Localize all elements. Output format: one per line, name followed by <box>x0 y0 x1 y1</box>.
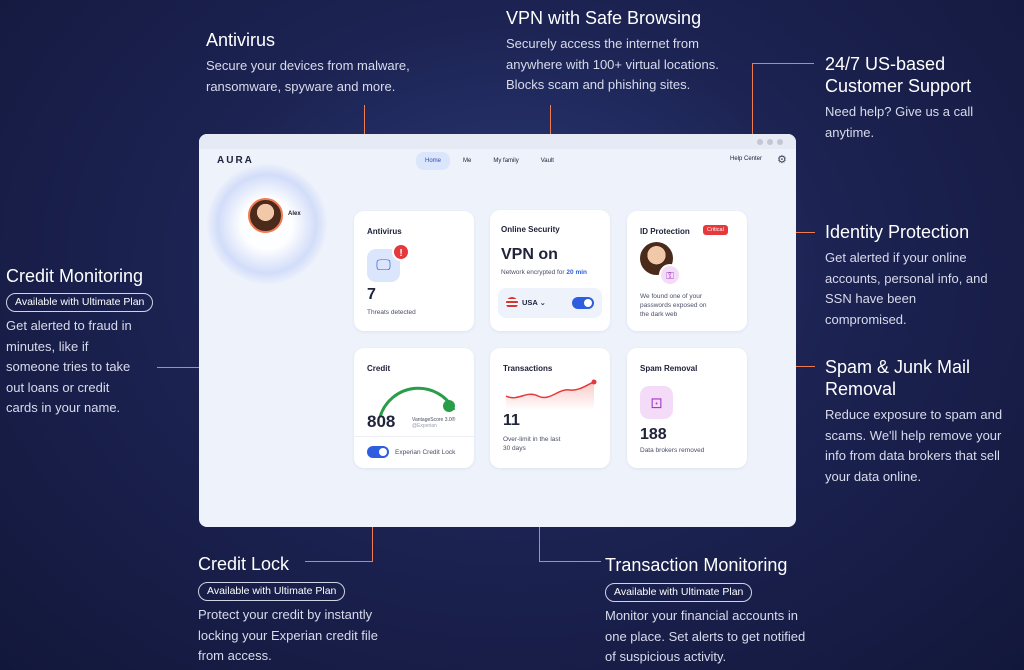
feature-title: 24/7 US-based Customer Support <box>825 54 972 96</box>
feature-identity: Identity Protection Get alerted if your … <box>825 221 1020 330</box>
feature-support: 24/7 US-based Customer Support Need help… <box>825 53 1020 143</box>
feature-title: Credit Monitoring <box>6 266 144 286</box>
feature-title: Credit Lock <box>198 554 290 574</box>
tab-my-family[interactable]: My family <box>493 158 519 164</box>
card-title: Transactions <box>503 364 553 373</box>
feature-title: Antivirus <box>206 30 276 50</box>
card-title: Credit <box>367 364 391 373</box>
spam-removal-card[interactable]: Spam Removal ⊡ 188 Data brokers removed <box>627 348 747 468</box>
feature-desc: Protect your credit by instantly locking… <box>198 607 378 663</box>
plan-pill: Available with Ultimate Plan <box>605 583 753 602</box>
briefcase-icon: ⊡ <box>640 386 673 419</box>
tab-home[interactable]: Home <box>416 152 451 170</box>
card-title: Online Security <box>501 225 560 234</box>
plan-pill: Available with Ultimate Plan <box>198 582 346 601</box>
brokers-count: 188 <box>640 426 667 443</box>
credit-card[interactable]: Credit 808 VantageScore 3.0® @Experian E… <box>354 348 474 468</box>
user-name: Alex <box>288 211 301 217</box>
feature-spam: Spam & Junk Mail Removal Reduce exposure… <box>825 356 1024 487</box>
gear-icon[interactable]: ⚙ <box>777 154 787 166</box>
window-dot <box>777 139 783 145</box>
connector-support-h <box>752 63 814 64</box>
credit-lock-toggle[interactable] <box>367 446 389 458</box>
key-icon: ⚿ <box>659 264 681 286</box>
feature-desc: Get alerted if your online accounts, per… <box>825 250 988 327</box>
nav-tabs: Home Me My family Vault <box>416 152 563 170</box>
vpn-toggle[interactable] <box>572 297 594 309</box>
threat-label: Threats detected <box>367 309 416 316</box>
tab-me[interactable]: Me <box>463 158 472 164</box>
connector-support-v <box>752 63 753 145</box>
app-window: AURA Home Me My family Vault Help Center… <box>199 134 796 527</box>
card-title: Antivirus <box>367 227 402 236</box>
card-title: ID Protection <box>640 227 690 236</box>
connector-transaction-h <box>539 561 601 562</box>
feature-credit-monitoring: Credit Monitoring Available with Ultimat… <box>6 265 176 419</box>
antivirus-card[interactable]: Antivirus 🖵 ! 7 Threats detected <box>354 211 474 331</box>
brokers-label: Data brokers removed <box>640 447 705 454</box>
feature-desc: Reduce exposure to spam and scams. We'll… <box>825 407 1003 484</box>
feature-title: VPN with Safe Browsing <box>506 8 702 28</box>
over-limit-label: Over-limit in the last 30 days <box>503 436 561 452</box>
window-dot <box>757 139 763 145</box>
threat-count: 7 <box>367 286 376 303</box>
vpn-sub: Network encrypted for 20 min <box>501 269 587 276</box>
feature-desc: Securely access the internet from anywhe… <box>506 36 719 92</box>
credit-score-gauge <box>378 386 456 418</box>
feature-desc: Monitor your financial accounts in one p… <box>605 608 806 664</box>
id-message: We found one of your passwords exposed o… <box>640 293 707 318</box>
tab-vault[interactable]: Vault <box>540 158 554 164</box>
feature-credit-lock: Credit Lock Available with Ultimate Plan… <box>198 553 438 667</box>
score-model: VantageScore 3.0® @Experian <box>412 417 456 429</box>
feature-transaction: Transaction Monitoring Available with Ul… <box>605 554 855 668</box>
feature-desc: Get alerted to fraud in minutes, like if… <box>6 318 132 415</box>
us-flag-icon <box>506 297 518 309</box>
avatar[interactable] <box>248 198 283 233</box>
transactions-card[interactable]: Transactions 11 Over-limit in the last 3… <box>490 348 610 468</box>
online-security-card[interactable]: Online Security VPN on Network encrypted… <box>490 210 610 331</box>
over-limit-count: 11 <box>503 412 520 429</box>
card-divider <box>354 436 474 437</box>
plan-pill: Available with Ultimate Plan <box>6 293 154 312</box>
connector-lock-h <box>305 561 373 562</box>
transactions-sparkline <box>505 379 597 410</box>
id-protection-card[interactable]: ID Protection Critical ⚿ We found one of… <box>627 211 747 331</box>
credit-lock-label: Experian Credit Lock <box>395 449 456 456</box>
country-select[interactable]: USA ⌄ <box>522 298 546 307</box>
feature-title: Identity Protection <box>825 222 970 242</box>
feature-desc: Secure your devices from malware, ransom… <box>206 58 410 94</box>
aura-logo: AURA <box>217 155 254 166</box>
vpn-status: VPN on <box>501 246 558 263</box>
window-dot <box>767 139 773 145</box>
critical-badge: Critical <box>703 225 728 235</box>
window-titlebar <box>199 134 796 149</box>
feature-vpn: VPN with Safe Browsing Securely access t… <box>506 7 766 96</box>
feature-antivirus: Antivirus Secure your devices from malwa… <box>206 29 466 97</box>
vpn-location-row: USA ⌄ <box>498 288 602 318</box>
feature-title: Transaction Monitoring <box>605 555 788 575</box>
feature-title: Spam & Junk Mail Removal <box>825 357 971 399</box>
alert-badge-icon: ! <box>392 243 410 261</box>
help-center-link[interactable]: Help Center <box>730 156 763 162</box>
credit-score: 808 <box>367 412 396 431</box>
card-title: Spam Removal <box>640 364 698 373</box>
feature-desc: Need help? Give us a call anytime. <box>825 104 974 140</box>
